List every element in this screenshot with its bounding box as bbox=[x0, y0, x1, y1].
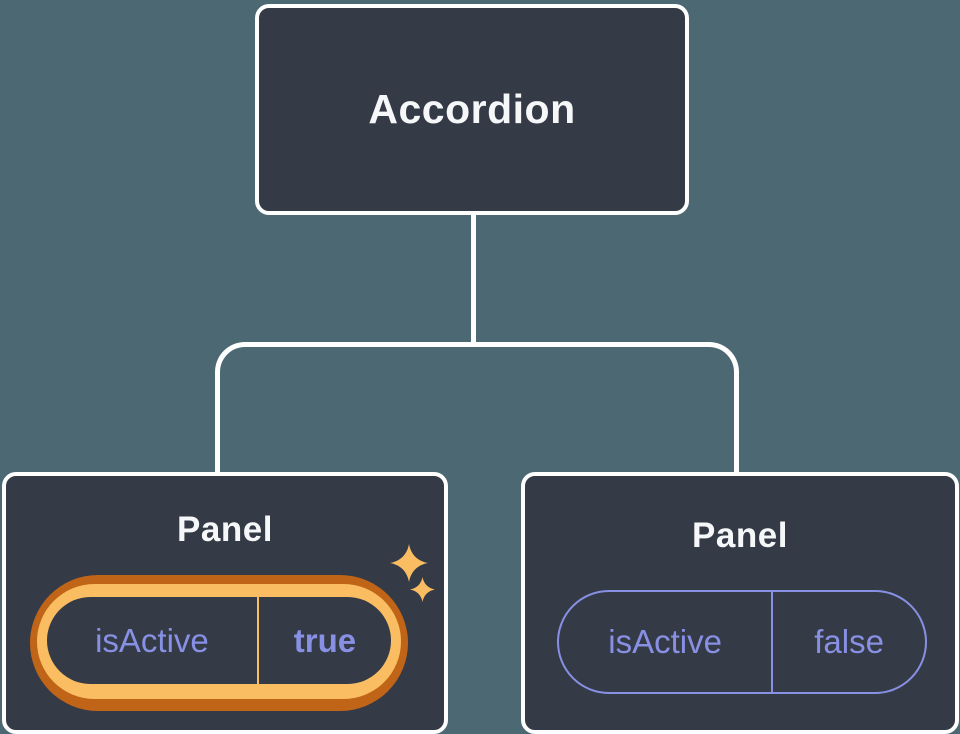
accordion-node-label: Accordion bbox=[368, 86, 576, 132]
panel-node-inactive: Panel isActive false bbox=[521, 472, 959, 734]
prop-value: false bbox=[814, 623, 884, 660]
panel-label: Panel bbox=[177, 510, 273, 549]
prop-divider bbox=[256, 597, 259, 684]
prop-name: isActive bbox=[95, 621, 209, 659]
prop-pill-active-body: isActive true bbox=[47, 597, 391, 684]
tree-connector-bracket bbox=[215, 342, 739, 472]
prop-divider bbox=[771, 592, 774, 692]
prop-name: isActive bbox=[608, 623, 722, 660]
panel-label: Panel bbox=[692, 516, 788, 555]
prop-pill-active: isActive true bbox=[30, 575, 408, 711]
prop-value: true bbox=[293, 621, 357, 659]
sparkle-large-icon bbox=[390, 544, 428, 582]
sparkle-small-icon bbox=[410, 577, 435, 602]
panel-node-active: Panel isActive true bbox=[2, 472, 448, 734]
prop-pill-inactive: isActive false bbox=[557, 590, 927, 694]
accordion-node: Accordion bbox=[255, 4, 689, 215]
tree-connector-stem bbox=[471, 212, 476, 346]
prop-pill-active-ring: isActive true bbox=[37, 584, 401, 699]
